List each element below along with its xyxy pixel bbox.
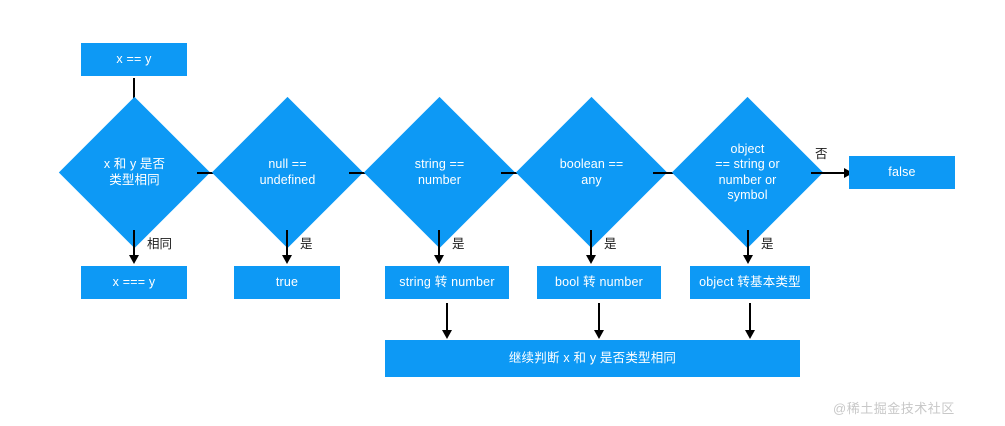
edge-label-decision-5-yes: 是 [761, 237, 774, 251]
arrow-shaft [811, 172, 845, 174]
node-loop-back-label: 继续判断 x 和 y 是否类型相同 [508, 350, 677, 365]
arrow-head [745, 330, 755, 339]
arrow-string-convert-to-loop [439, 303, 455, 339]
arrow-decision-5-to-object-convert [740, 230, 756, 264]
arrow-head [844, 168, 853, 178]
node-bool-to-number-label: bool 转 number [554, 274, 644, 289]
node-decision-3[interactable]: string == number [363, 96, 516, 249]
arrow-decision-5-to-false [811, 165, 853, 181]
arrow-decision-2-to-true [279, 230, 295, 264]
edge-label-decision-4-yes: 是 [604, 237, 617, 251]
edge-label-decision-1-same: 相同 [147, 237, 173, 251]
node-decision-3-label: string == number [414, 157, 465, 187]
arrow-shaft [438, 230, 440, 255]
arrow-shaft [653, 172, 687, 174]
arrow-head [442, 330, 452, 339]
node-loop-back[interactable]: 继续判断 x 和 y 是否类型相同 [385, 340, 800, 377]
node-object-to-primitive[interactable]: object 转基本类型 [690, 266, 810, 299]
node-start-label: x == y [116, 51, 152, 66]
arrow-head [434, 255, 444, 264]
arrow-shaft [747, 230, 749, 255]
arrow-head [743, 255, 753, 264]
arrow-head [594, 330, 604, 339]
node-strict-equality[interactable]: x === y [81, 266, 187, 299]
arrow-decision-4-to-bool-convert [583, 230, 599, 264]
arrow-decision-3-to-string-convert [431, 230, 447, 264]
arrow-head [586, 255, 596, 264]
node-true[interactable]: true [234, 266, 340, 299]
arrow-head [282, 255, 292, 264]
arrow-bool-convert-to-loop [591, 303, 607, 339]
arrow-shaft [749, 303, 751, 330]
arrow-head [129, 255, 139, 264]
node-bool-to-number[interactable]: bool 转 number [537, 266, 661, 299]
node-false[interactable]: false [849, 156, 955, 189]
node-start[interactable]: x == y [81, 43, 187, 76]
edge-label-decision-2-yes: 是 [300, 237, 313, 251]
arrow-shaft [590, 230, 592, 255]
watermark: @稀土掘金技术社区 [833, 401, 955, 416]
node-decision-5-label: object == string or number or symbol [715, 142, 780, 202]
node-decision-5[interactable]: object == string or number or symbol [671, 96, 824, 249]
arrow-shaft [133, 230, 135, 255]
node-string-to-number-label: string 转 number [399, 274, 495, 289]
arrow-shaft [598, 303, 600, 330]
node-string-to-number[interactable]: string 转 number [385, 266, 509, 299]
node-false-label: false [888, 164, 916, 179]
node-strict-equality-label: x === y [112, 274, 156, 289]
arrow-object-convert-to-loop [742, 303, 758, 339]
node-object-to-primitive-label: object 转基本类型 [699, 274, 801, 289]
arrow-shaft [286, 230, 288, 255]
edge-label-decision-3-yes: 是 [452, 237, 465, 251]
node-decision-4-label: boolean == any [559, 157, 624, 187]
node-decision-2[interactable]: null == undefined [211, 96, 364, 249]
node-decision-1[interactable]: x 和 y 是否 类型相同 [58, 96, 211, 249]
edge-label-decision-5-no: 否 [815, 147, 828, 161]
arrow-shaft [133, 78, 135, 107]
node-decision-1-label: x 和 y 是否 类型相同 [103, 157, 166, 187]
node-decision-2-label: null == undefined [259, 157, 316, 187]
arrow-decision-1-to-strict-eq [126, 230, 142, 264]
node-decision-4[interactable]: boolean == any [515, 96, 668, 249]
arrow-shaft [446, 303, 448, 330]
node-true-label: true [275, 274, 299, 289]
